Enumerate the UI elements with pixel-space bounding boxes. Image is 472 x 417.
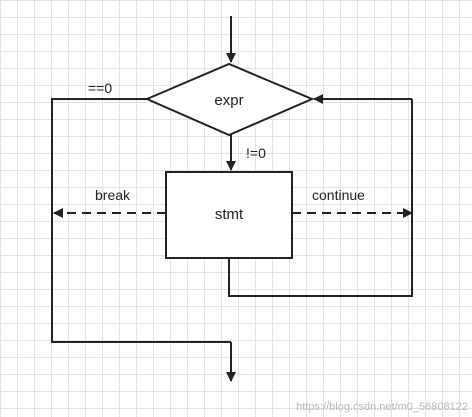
decision-label: expr — [214, 92, 243, 109]
zero-branch-path — [51, 98, 231, 343]
watermark: https://blog.csdn.net/m0_56808122 — [296, 401, 468, 413]
break-label: break — [95, 187, 131, 203]
decision-diamond — [144, 62, 315, 137]
statement-label: stmt — [215, 206, 244, 223]
loop-back-path — [228, 99, 413, 297]
continue-label: continue — [312, 187, 365, 203]
zero-label: ==0 — [88, 80, 112, 96]
nonzero-label: !=0 — [246, 145, 266, 161]
